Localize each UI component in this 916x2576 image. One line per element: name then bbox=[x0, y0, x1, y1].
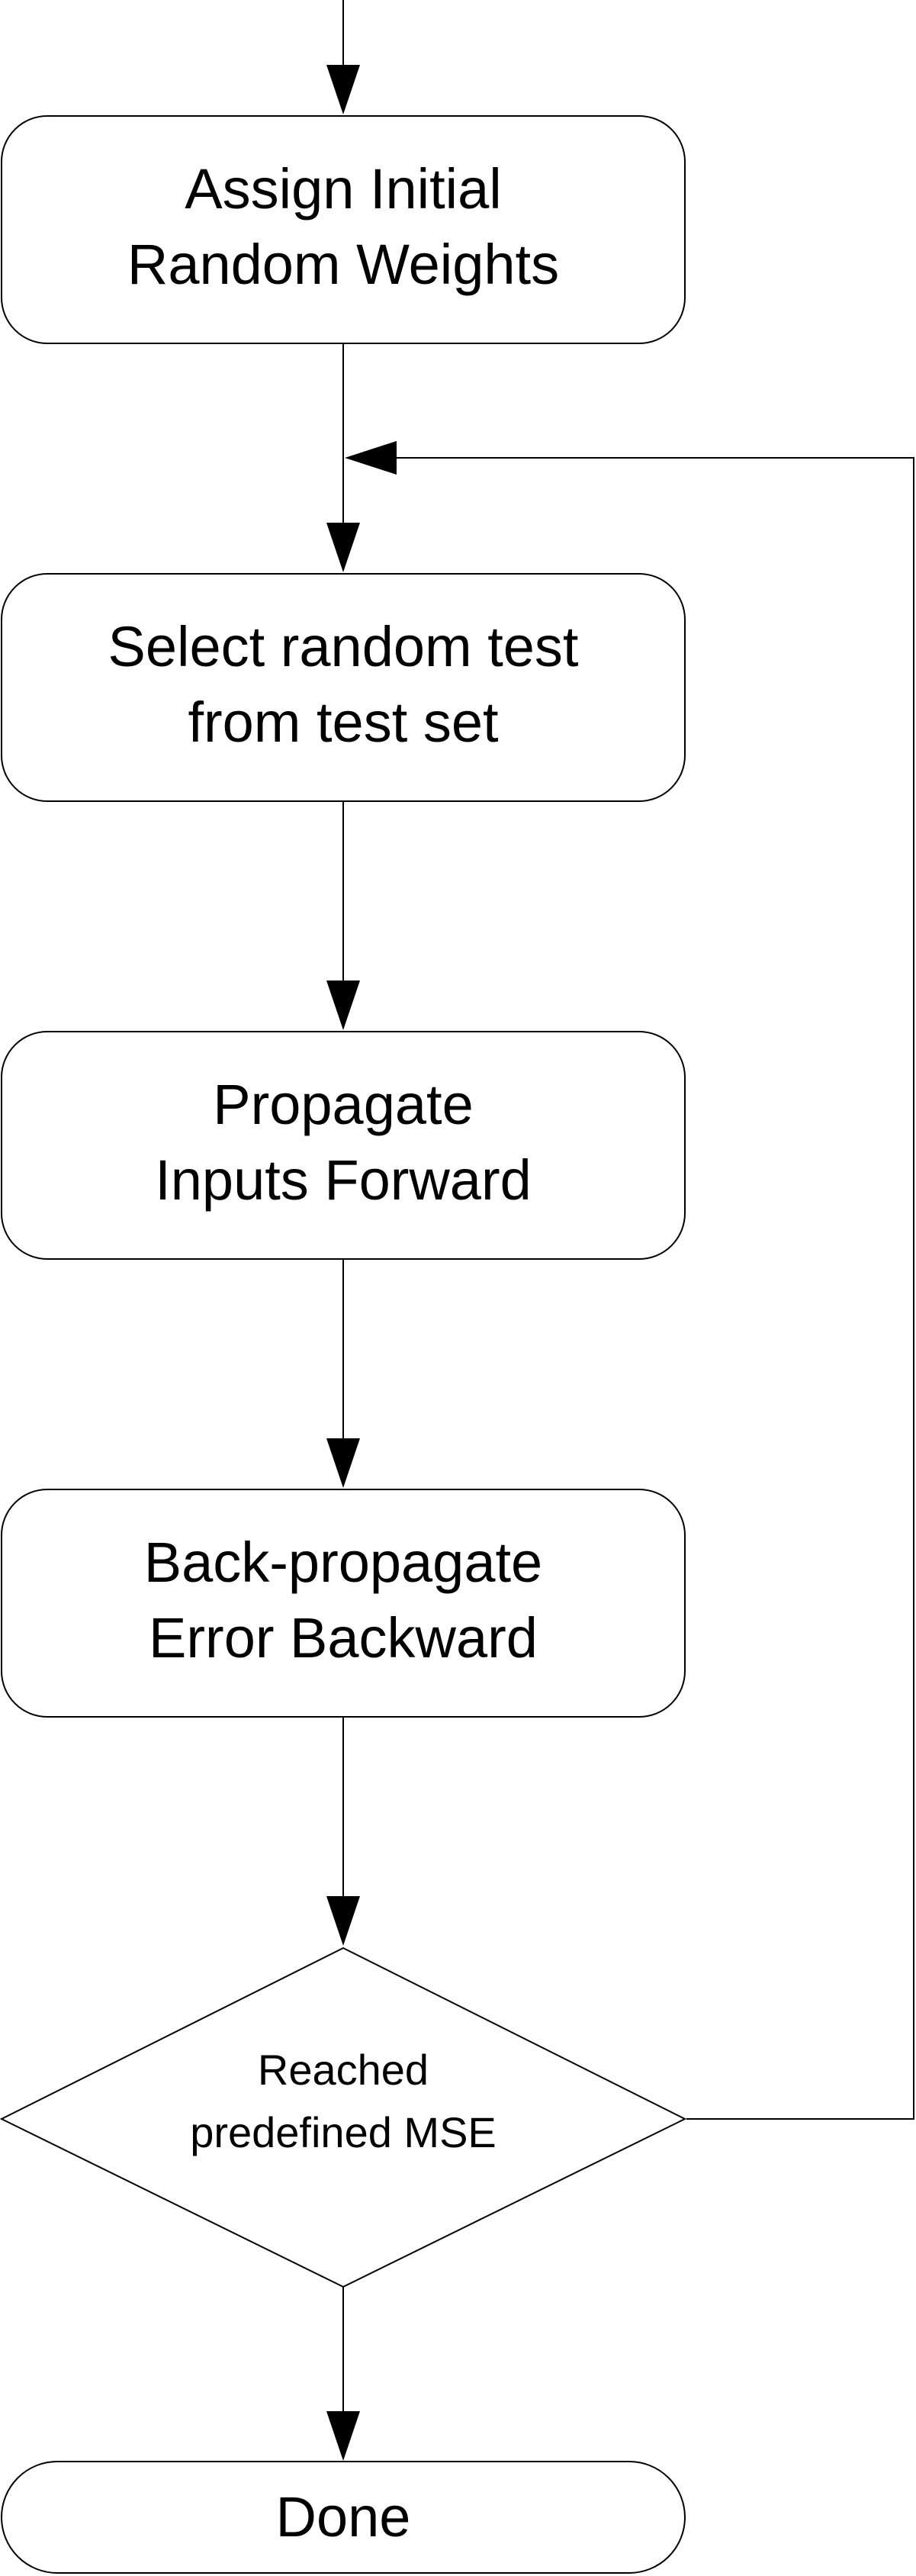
edge-select-to-propagate bbox=[326, 801, 360, 1030]
node-decision-line-1: Reached bbox=[258, 2046, 429, 2094]
node-assign-line-1: Assign Initial bbox=[185, 157, 501, 221]
edge-propagate-to-backprop bbox=[326, 1259, 360, 1488]
node-backprop-line-2: Error Backward bbox=[149, 1606, 538, 1670]
node-select-random-test: Select random test from test set bbox=[1, 573, 686, 802]
edge-decision-to-done bbox=[326, 2287, 360, 2461]
node-decision-line-2: predefined MSE bbox=[190, 2108, 497, 2156]
node-done-terminal: Done bbox=[1, 2461, 686, 2574]
node-assign-initial-weights: Assign Initial Random Weights bbox=[1, 115, 686, 344]
node-propagate-line-1: Propagate bbox=[213, 1073, 474, 1136]
node-propagate-inputs-forward: Propagate Inputs Forward bbox=[1, 1031, 686, 1260]
edge-start-to-assign bbox=[326, 0, 360, 114]
node-done-label: Done bbox=[276, 2485, 411, 2549]
node-backprop-line-1: Back-propagate bbox=[144, 1531, 542, 1594]
node-select-line-1: Select random test bbox=[108, 615, 579, 678]
node-select-line-2: from test set bbox=[188, 691, 499, 754]
node-decision-reached-mse: Reached predefined MSE bbox=[0, 1946, 687, 2288]
node-assign-line-2: Random Weights bbox=[127, 233, 559, 296]
edge-assign-to-select bbox=[326, 343, 360, 572]
node-backpropagate-error: Back-propagate Error Backward bbox=[1, 1489, 686, 1718]
node-propagate-line-2: Inputs Forward bbox=[155, 1148, 532, 1212]
edge-decision-loop-back bbox=[345, 441, 914, 2120]
edge-backprop-to-decision bbox=[326, 1717, 360, 1946]
